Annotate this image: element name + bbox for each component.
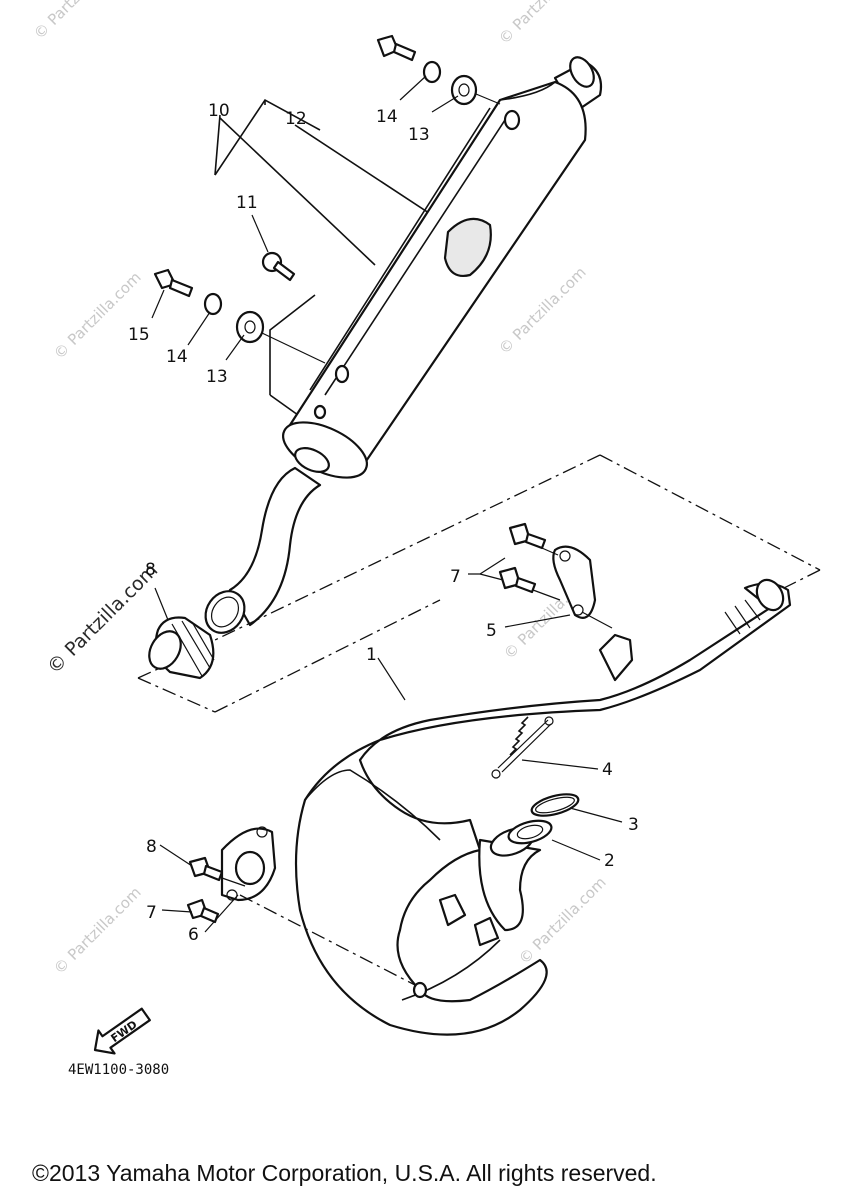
fwd-arrow: FWD — [93, 1007, 151, 1055]
muffler — [282, 56, 603, 479]
exhaust-parts-diagram: © Partzilla.com © Partzilla.com © Partzi… — [30, 0, 821, 1055]
callout-3: 3 — [628, 815, 639, 835]
watermark: © Partzilla.com — [50, 883, 145, 978]
callout-8: 8 — [146, 837, 157, 857]
diagram-code: 4EW1100-3080 — [68, 1062, 170, 1078]
callout-11: 11 — [236, 193, 258, 213]
callout-15: 15 — [128, 325, 150, 345]
small-parts — [491, 716, 580, 845]
callout-2: 2 — [604, 851, 615, 871]
callout-7-lower: 7 — [146, 903, 157, 923]
bracket-5-hardware — [498, 522, 613, 629]
copyright-notice: ©2013 Yamaha Motor Corporation, U.S.A. A… — [32, 1160, 657, 1186]
callout-13-lower: 13 — [206, 367, 228, 387]
leader-lines — [151, 75, 623, 933]
watermark: © Partzilla.com — [495, 0, 590, 48]
callout-10: 10 — [208, 101, 230, 121]
watermark: © Partzilla.com — [495, 263, 590, 358]
callout-6: 6 — [188, 925, 199, 945]
watermark: © Partzilla.com — [50, 268, 145, 363]
upper-hardware — [153, 34, 501, 364]
callout-12: 12 — [285, 109, 307, 129]
callout-9: 8 — [145, 560, 156, 580]
watermark: © Partzilla.com — [515, 873, 610, 968]
muffler-joint — [148, 616, 215, 680]
callout-14-lower: 14 — [166, 347, 188, 367]
callout-4: 4 — [602, 760, 613, 780]
callouts: 10 12 11 14 13 15 14 13 8 7 5 1 4 3 2 8 … — [128, 101, 639, 945]
callout-14-upper: 14 — [376, 107, 398, 127]
bracket-6-hardware — [186, 826, 416, 986]
callout-5: 5 — [486, 621, 497, 641]
watermark: © Partzilla.com — [30, 0, 125, 43]
callout-1: 1 — [366, 645, 377, 665]
muffler-inlet-pipe — [204, 466, 322, 634]
callout-13-upper: 13 — [408, 125, 430, 145]
callout-7-upper: 7 — [450, 567, 461, 587]
